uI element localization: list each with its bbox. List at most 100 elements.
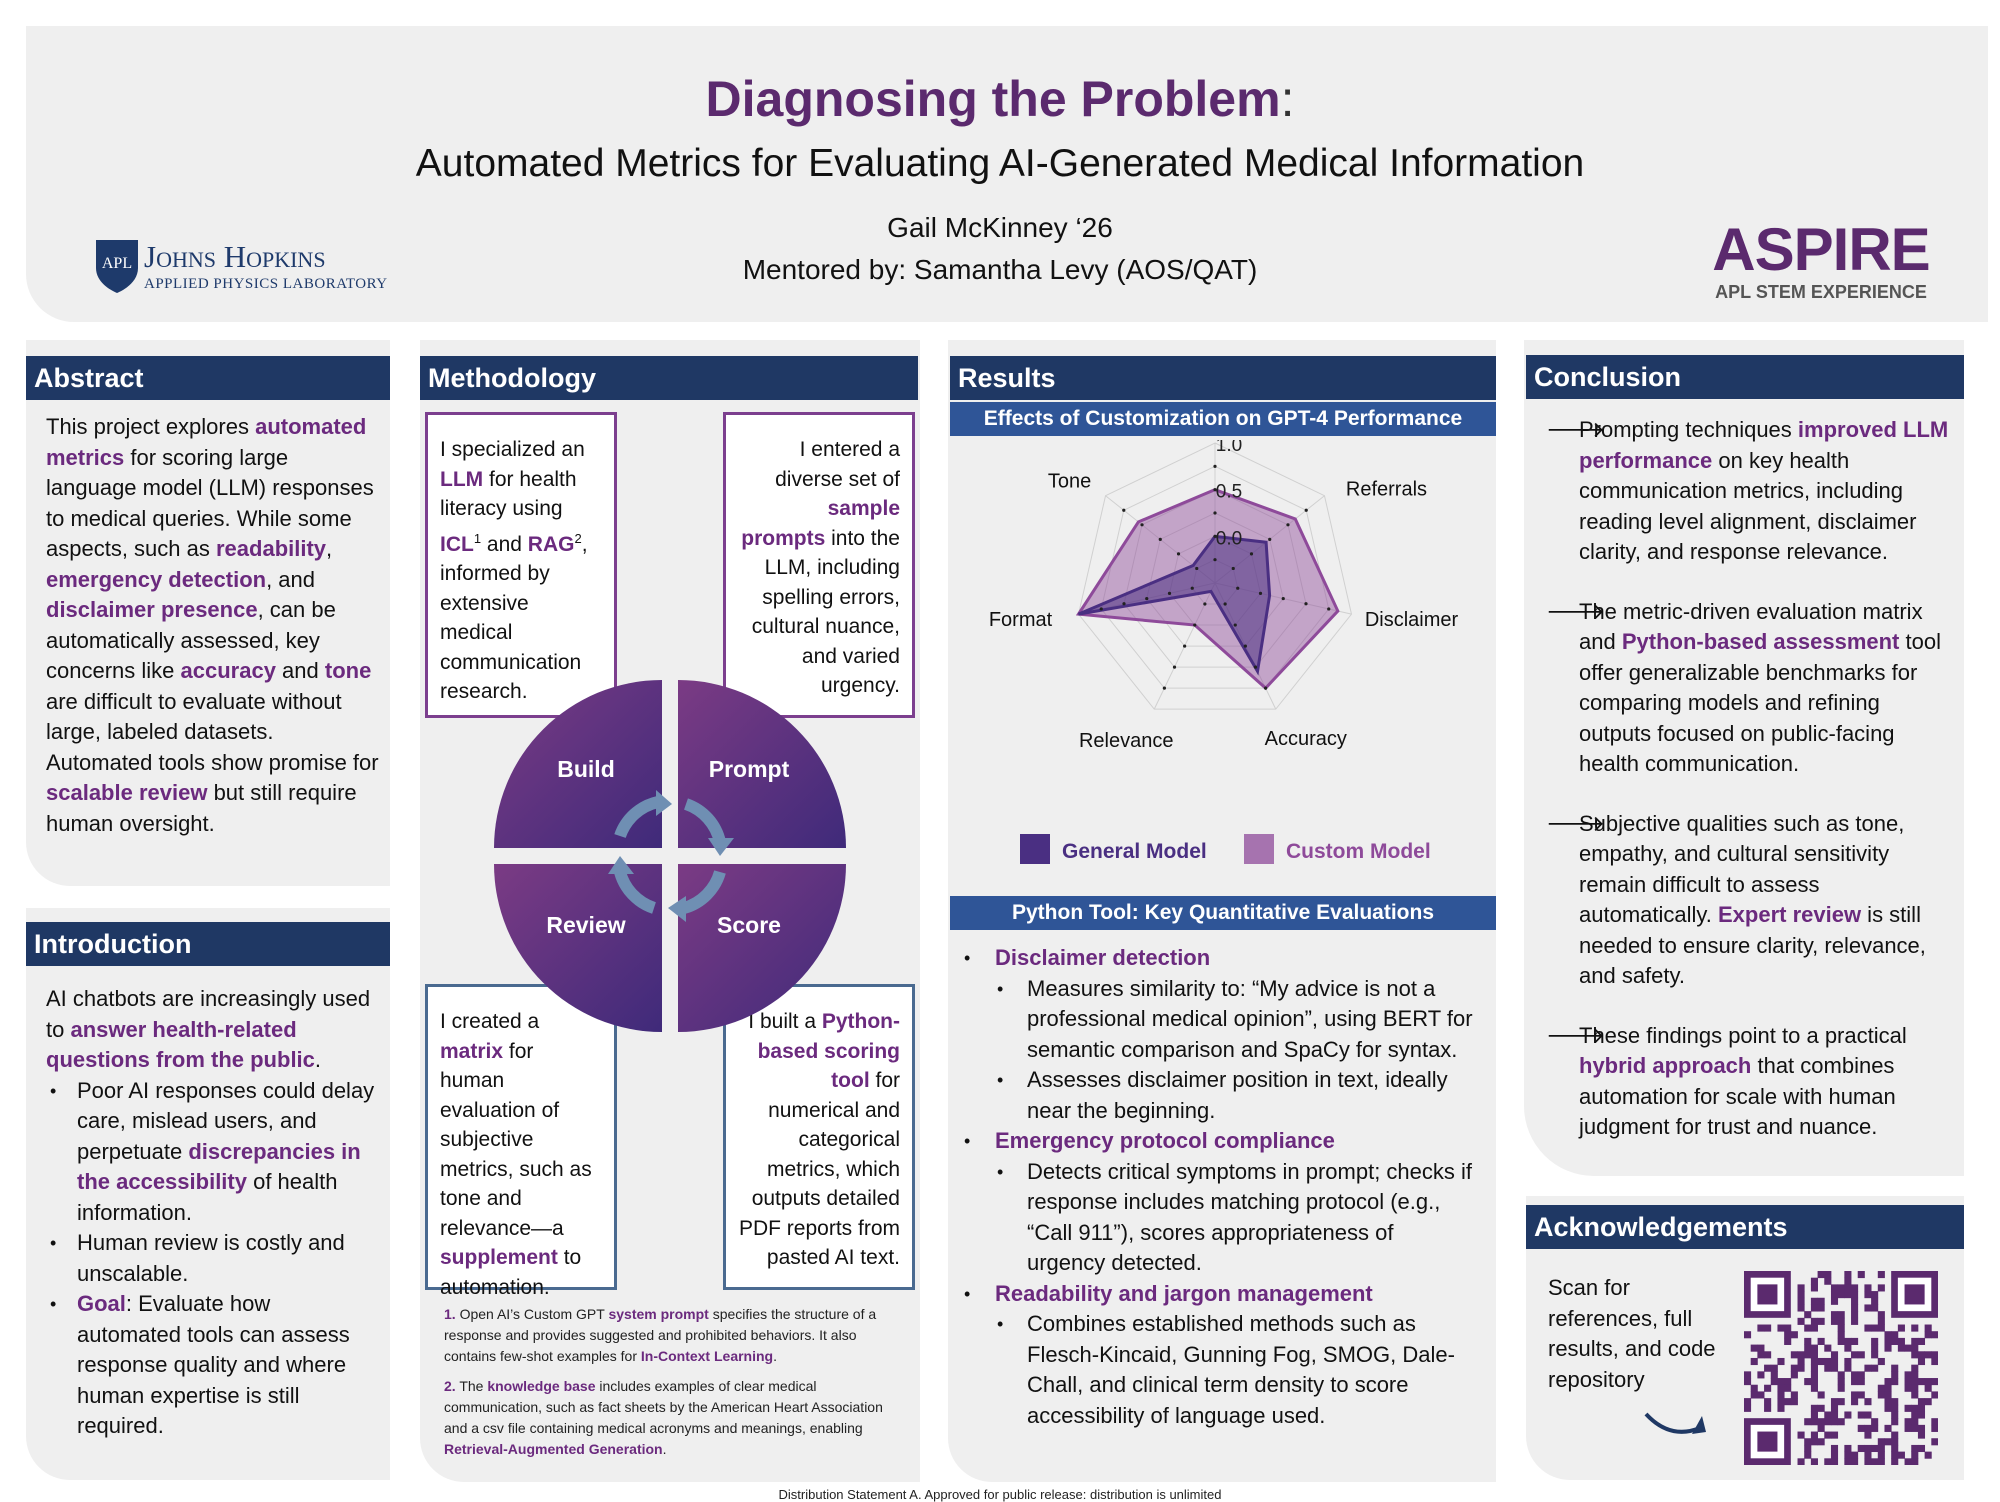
conclusion-heading: Conclusion <box>1526 355 1964 399</box>
review-quadrant <box>494 864 662 1032</box>
conclusion-point: 🡒Subjective qualities such as tone, empa… <box>1546 810 1926 989</box>
poster-subtitle: Automated Metrics for Evaluating AI-Gene… <box>415 142 1585 185</box>
jhu-shield-icon: APL <box>96 240 138 293</box>
metric-detail: Assesses disclaimer position in text, id… <box>950 1065 1496 1126</box>
conclusion-text: 🡒Prompting techniques improved LLM perfo… <box>1524 415 1964 1172</box>
author-name: Gail McKinney ‘26 <box>887 212 1113 243</box>
methodology-footnote-1: 1. Open AI’s Custom GPT system prompt sp… <box>444 1306 877 1364</box>
curved-arrow-icon <box>1644 1412 1706 1434</box>
conclusion-point: 🡒The metric-driven evaluation matrix and… <box>1546 598 1941 777</box>
abstract-heading: Abstract <box>26 356 390 400</box>
cycle-arrows-icon <box>614 796 726 914</box>
jhu-logo-subtitle: APPLIED PHYSICS LABORATORY <box>144 276 388 292</box>
svg-text:APL: APL <box>102 255 132 272</box>
metric-detail: Combines established methods such as Fle… <box>950 1309 1496 1431</box>
radar-tick-dot <box>1193 623 1197 627</box>
radar-tick-dot <box>1258 591 1263 595</box>
methodology-cycle-diagram: Build Prompt Review Score <box>494 680 846 1032</box>
radar-tick-dot <box>1213 488 1217 492</box>
radar-grid-ring <box>1146 512 1284 647</box>
arrow-right-icon: 🡒 <box>1546 810 1605 836</box>
intro-bullet: Goal: Evaluate how automated tools can a… <box>46 1289 376 1442</box>
radar-tick-dot <box>1140 523 1144 527</box>
conclusion-panel <box>1524 340 1964 1176</box>
radar-axis-label: Accuracy <box>1265 728 1347 750</box>
radar-tick-dot <box>1176 552 1181 556</box>
radar-tick-dot <box>1213 534 1217 538</box>
radar-tick-dot <box>1145 596 1149 601</box>
legend-swatch <box>1244 834 1274 864</box>
radar-tick-dot <box>1249 552 1254 556</box>
intro-bullet: Human review is costly and unscalable. <box>46 1228 376 1289</box>
prompt-description-box: I entered a diverse set of sample prompt… <box>723 412 915 718</box>
methodology-heading: Methodology <box>420 356 918 400</box>
radar-tick-dot <box>1268 537 1272 541</box>
score-quadrant <box>678 864 846 1032</box>
radar-grid-ring <box>1077 442 1353 710</box>
legend-label: Custom Model <box>1286 840 1431 863</box>
build-quadrant <box>494 680 662 848</box>
radar-tick-label: 1.0 <box>1216 440 1242 456</box>
radar-tick-dot <box>1327 607 1331 611</box>
radar-tick-dot <box>1158 537 1162 541</box>
python-tool-title-bar: Python Tool: Key Quantitative Evaluation… <box>950 896 1496 930</box>
metric-emergency-protocol: Emergency protocol compliance <box>950 1126 1496 1157</box>
intro-bullet: Poor AI responses could delay care, misl… <box>46 1076 376 1229</box>
score-description-box: I built a Python-based scoring tool for … <box>723 984 915 1290</box>
qr-code-icon[interactable] <box>1744 1271 1938 1465</box>
radar-axis-label: Referrals <box>1346 479 1427 501</box>
radar-tick-dot <box>1304 508 1308 512</box>
radar-tick-dot <box>1122 602 1126 606</box>
radar-tick-dot <box>1231 566 1235 571</box>
radar-tick-dot <box>1281 596 1285 601</box>
radar-tick-dot <box>1264 686 1268 690</box>
build-description-box: I specialized an LLM for health literacy… <box>425 412 617 718</box>
radar-tick-dot <box>1172 665 1177 669</box>
radar-tick-dot <box>1213 511 1217 515</box>
abstract-text: This project explores automated metrics … <box>46 414 379 836</box>
arrow-right-icon: 🡒 <box>1546 1022 1605 1048</box>
radar-tick-dot <box>1253 665 1258 669</box>
radar-tick-dot <box>1243 644 1247 648</box>
legend-label: General Model <box>1062 840 1207 863</box>
radar-tick-dot <box>1183 644 1187 648</box>
radar-grid-ring <box>1100 465 1330 689</box>
radar-tick-dot <box>1236 586 1240 590</box>
prompt-quadrant <box>678 680 846 848</box>
radar-tick-dot <box>1122 508 1126 512</box>
poster-title: Diagnosing the Problem: <box>705 71 1295 127</box>
header-banner <box>26 26 1988 322</box>
radar-tick-dot <box>1162 686 1166 690</box>
aspire-logo: ASPIRE <box>1712 216 1930 283</box>
radar-tick-dot <box>1195 566 1199 571</box>
conclusion-point: 🡒Prompting techniques improved LLM perfo… <box>1546 417 1949 564</box>
radar-tick-dot <box>1223 602 1227 606</box>
radar-axis-label: Disclaimer <box>1365 609 1459 631</box>
methodology-footnote-2: 2. The knowledge base includes examples … <box>444 1378 883 1457</box>
legend-swatch <box>1020 834 1050 864</box>
radar-tick-dot <box>1233 623 1237 627</box>
radar-axis-label: Format <box>989 609 1053 631</box>
introduction-text: AI chatbots are increasingly used to ans… <box>46 984 376 1442</box>
abstract-panel <box>26 340 390 886</box>
results-heading: Results <box>950 356 1496 400</box>
svg-text:Prompt: Prompt <box>709 756 790 782</box>
radar-tick-dot <box>1203 602 1207 606</box>
radar-tick-dot <box>1190 586 1194 590</box>
distribution-statement: Distribution Statement A. Approved for p… <box>778 1487 1222 1502</box>
radar-grid-ring <box>1123 489 1307 668</box>
review-description-box: I created a matrix for human evaluation … <box>425 984 617 1299</box>
acknowledgements-text: Scan for references, full results, and c… <box>1548 1275 1716 1392</box>
jhu-logo-name: Johns Hopkins <box>144 239 326 274</box>
radar-tick-dot <box>1099 607 1103 611</box>
aspire-logo-subtitle: APL STEM EXPERIENCE <box>1715 282 1927 302</box>
chart-title-bar: Effects of Customization on GPT-4 Perfor… <box>950 402 1496 436</box>
radar-tick-dot <box>1286 523 1290 527</box>
metric-detail: Measures similarity to: “My advice is no… <box>950 974 1496 1066</box>
radar-axis-label: Tone <box>1048 471 1091 493</box>
svg-text:Score: Score <box>717 912 781 938</box>
radar-chart: 1.00.50.0ReadabilityReferralsDisclaimerA… <box>989 440 1459 864</box>
general-model-series <box>1077 534 1272 676</box>
arrow-right-icon: 🡒 <box>1546 598 1605 624</box>
metric-readability-jargon: Readability and jargon management <box>950 1279 1496 1310</box>
